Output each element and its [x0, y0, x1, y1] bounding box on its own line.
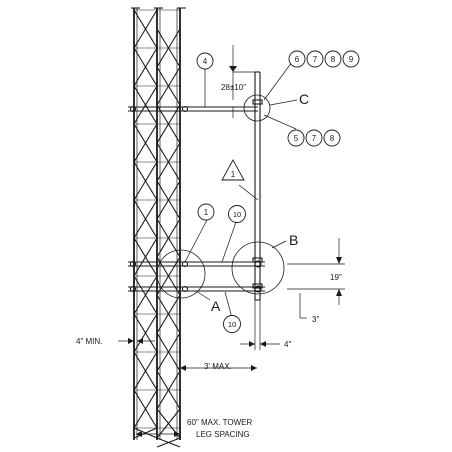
callout-8-bottom: 8 — [323, 129, 341, 147]
dim-horizontal-offset: 4" — [284, 340, 291, 349]
callout-7-bottom: 7 — [305, 129, 323, 147]
bracing-member — [133, 85, 158, 125]
lattice-tower — [131, 7, 186, 448]
callout-4: 4 — [196, 52, 214, 70]
note-triangle-1: 1 — [221, 159, 245, 181]
antenna-mast — [252, 71, 263, 301]
svg-text:10: 10 — [228, 320, 236, 329]
svg-text:8: 8 — [330, 134, 335, 143]
svg-text:8: 8 — [331, 55, 336, 64]
standoff-arms — [128, 105, 265, 293]
detail-circle-a — [156, 249, 206, 299]
bracing-member — [133, 389, 158, 429]
callout-8-top: 8 — [324, 50, 342, 68]
bracing-member — [133, 351, 158, 391]
bracing-member — [133, 275, 158, 315]
bracing-member — [133, 123, 158, 163]
callout-leaders — [184, 61, 298, 319]
callout-5: 5 — [287, 129, 305, 147]
dim-top-offset: 28±10" — [221, 83, 246, 92]
bracing-member — [133, 161, 158, 201]
bracing-member — [133, 47, 158, 87]
svg-text:1: 1 — [204, 208, 209, 217]
detail-label-c: C — [299, 91, 309, 107]
detail-label-a: A — [211, 298, 221, 314]
bracing-member — [133, 9, 158, 49]
svg-text:7: 7 — [313, 55, 318, 64]
svg-text:5: 5 — [294, 134, 299, 143]
dim-max-standoff: 3' MAX. — [204, 362, 232, 371]
bracing-member — [156, 437, 181, 448]
dim-vertical-spacing: 19" — [330, 273, 342, 282]
callout-9: 9 — [342, 50, 360, 68]
svg-text:10: 10 — [233, 210, 241, 219]
tower-bracing — [133, 9, 181, 448]
detail-circle-c — [243, 94, 271, 122]
note-tower-spacing-line1: 60" MAX. TOWER — [187, 418, 252, 427]
dimension-lines — [118, 45, 345, 437]
note-tower-spacing-line2: LEG SPACING — [196, 430, 250, 439]
bracing-member — [156, 408, 181, 439]
svg-text:1: 1 — [231, 170, 236, 179]
dim-min-distance: 4" MIN. — [76, 337, 102, 346]
bracing-member — [133, 427, 158, 439]
detail-label-b: B — [289, 232, 298, 248]
callout-7-top: 7 — [306, 50, 324, 68]
bracing-member — [133, 313, 158, 353]
dim-lower-offset: 3" — [312, 315, 319, 324]
callout-6: 6 — [288, 50, 306, 68]
callout-10-top: 10 — [228, 205, 246, 223]
svg-text:9: 9 — [349, 55, 354, 64]
svg-text:7: 7 — [312, 134, 317, 143]
bracing-member — [133, 237, 158, 277]
detail-circle-b — [231, 241, 285, 295]
callout-10-bottom: 10 — [223, 315, 241, 333]
svg-text:6: 6 — [295, 55, 300, 64]
bracing-member — [133, 199, 158, 239]
svg-text:4: 4 — [203, 57, 208, 66]
callout-1: 1 — [197, 203, 215, 221]
